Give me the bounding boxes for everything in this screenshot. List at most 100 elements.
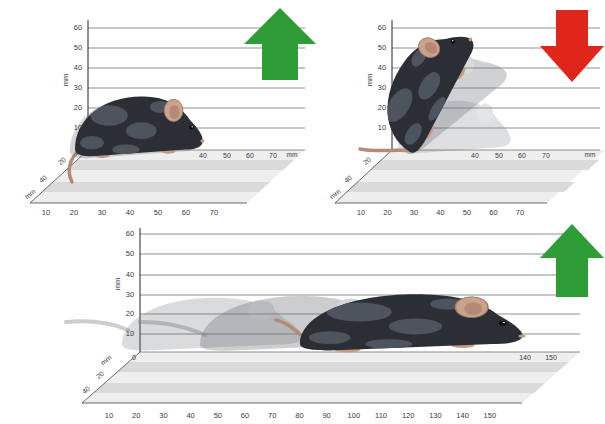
axis-tick-label: 30 <box>410 209 418 217</box>
axis-tick-label: 150 <box>545 354 557 361</box>
axis-tick-label: 50 <box>463 209 471 217</box>
axis-tick-label: 20 <box>378 104 386 112</box>
axis-tick-label: 140 <box>519 354 531 361</box>
axis-tick-label: 50 <box>378 44 386 52</box>
illustration-part <box>75 97 205 159</box>
axis-tick-label: 40 <box>38 174 48 184</box>
up-arrow <box>540 224 604 297</box>
illustration-part <box>140 234 580 352</box>
axis-tick-label: 20 <box>70 209 78 217</box>
axis-tick-label: 70 <box>516 209 524 217</box>
axis-tick-label: 30 <box>378 84 386 92</box>
panel-rearing <box>335 10 605 203</box>
axis-tick-label: 20 <box>57 156 67 166</box>
axis-tick-label: 10 <box>105 412 113 420</box>
axis-tick-label: mm <box>99 354 113 367</box>
axis-tick-label: 20 <box>132 412 140 420</box>
illustration-part <box>30 150 305 203</box>
axis-tick-label: 40 <box>126 209 134 217</box>
axis-tick-label: 40 <box>471 152 479 159</box>
axis-tick-label: mm <box>62 74 70 87</box>
illustration-part <box>94 383 545 393</box>
panel-walking <box>30 8 316 203</box>
illustration-part <box>42 182 270 192</box>
axis-tick-label: 60 <box>182 209 190 217</box>
axis-tick-label: 40 <box>126 271 134 279</box>
axis-tick-label: 40 <box>199 152 207 159</box>
axis-tick-label: 20 <box>74 104 82 112</box>
axis-tick-label: 70 <box>542 152 550 159</box>
axis-tick-label: 10 <box>74 124 82 132</box>
axis-tick-label: 70 <box>210 209 218 217</box>
illustration-part <box>140 275 580 276</box>
axis-tick-label: 60 <box>378 24 386 32</box>
axis-tick-label: 40 <box>343 174 353 184</box>
axis-tick-label: 40 <box>436 209 444 217</box>
axis-tick-label: 90 <box>322 412 330 420</box>
axis-tick-label: 10 <box>357 209 365 217</box>
axis-tick-label: 30 <box>159 412 167 420</box>
axis-tick-label: mm <box>114 278 122 291</box>
illustration-part <box>82 352 580 403</box>
axis-tick-label: mm <box>585 152 596 159</box>
illustration-part <box>335 203 547 204</box>
illustration-part <box>300 294 526 352</box>
axis-tick-label: 60 <box>241 412 249 420</box>
illustration-part <box>140 254 580 255</box>
axis-tick-label: 60 <box>518 152 526 159</box>
up-arrow <box>244 8 316 80</box>
axis-tick-label: 130 <box>429 412 442 420</box>
axis-tick-label: mm <box>23 188 37 201</box>
axis-tick-label: 50 <box>126 250 134 258</box>
axis-tick-label: 50 <box>154 209 162 217</box>
illustration-part <box>88 88 305 89</box>
illustration-part <box>82 403 522 404</box>
axis-tick-label: 40 <box>186 412 194 420</box>
axis-tick-label: 100 <box>348 412 361 420</box>
axis-tick-label: 80 <box>295 412 303 420</box>
illustration-part <box>346 182 575 192</box>
axis-tick-label: 50 <box>223 152 231 159</box>
axis-tick-label: 40 <box>378 64 386 72</box>
axis-tick-label: mm <box>328 188 342 201</box>
axis-tick-label: 120 <box>402 412 415 420</box>
axis-tick-label: 10 <box>42 209 50 217</box>
axis-tick-label: 20 <box>95 370 105 380</box>
panel-stretching <box>66 224 604 403</box>
illustration-part <box>335 150 392 203</box>
illustration-part <box>140 234 580 235</box>
axis-tick-label: 60 <box>74 24 82 32</box>
illustration-part <box>335 150 605 203</box>
axis-tick-label: 50 <box>495 152 503 159</box>
axis-tick-label: 10 <box>126 330 134 338</box>
axis-tick-label: 10 <box>378 124 386 132</box>
axis-tick-label: 140 <box>456 412 469 420</box>
axis-tick-label: 40 <box>74 64 82 72</box>
axis-tick-label: 0 <box>132 354 136 361</box>
axis-tick-label: 70 <box>269 152 277 159</box>
axis-tick-label: 20 <box>126 310 134 318</box>
axis-tick-label: 20 <box>362 156 372 166</box>
illustration-part <box>82 352 140 403</box>
axis-tick-label: 110 <box>375 412 387 420</box>
down-arrow <box>540 10 604 82</box>
illustration-part <box>370 160 599 170</box>
axis-tick-label: 60 <box>489 209 497 217</box>
axis-tick-label: mm <box>366 74 374 87</box>
illustration-part <box>30 150 88 203</box>
axis-tick-label: 30 <box>98 209 106 217</box>
illustration-part <box>30 203 247 204</box>
axis-tick-label: 50 <box>74 44 82 52</box>
axis-tick-label: 40 <box>81 385 91 395</box>
axis-tick-label: 30 <box>126 291 134 299</box>
illustration-part <box>140 352 580 353</box>
axis-tick-label: 20 <box>383 209 391 217</box>
axis-tick-label: 60 <box>246 152 254 159</box>
illustration-part <box>360 149 412 151</box>
illustration-part <box>66 160 294 170</box>
illustration-part <box>276 320 305 338</box>
illustration-part <box>365 14 486 156</box>
